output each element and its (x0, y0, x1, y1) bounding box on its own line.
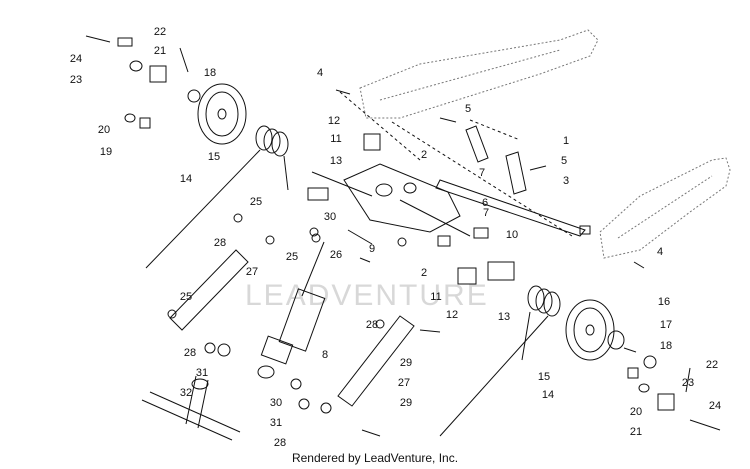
axle-shafts (311, 171, 591, 237)
callout-1: 1 (563, 135, 569, 147)
callout-17: 17 (660, 319, 672, 331)
callout-labels: 1223445567789101111121213131414151516171… (70, 26, 721, 449)
footer-credit: Rendered by LeadVenture, Inc. (291, 451, 459, 465)
callout-18: 18 (204, 67, 216, 79)
callout-28: 28 (184, 347, 196, 359)
pulley-wheel-upper (197, 83, 247, 145)
callout-13: 13 (498, 311, 510, 323)
callout-21: 21 (154, 45, 166, 57)
frame-rail-upper (359, 29, 731, 259)
callout-25: 25 (180, 291, 192, 303)
callout-28: 28 (366, 319, 378, 331)
callout-4: 4 (317, 67, 323, 79)
callout-14: 14 (542, 389, 554, 401)
callout-28: 28 (214, 237, 226, 249)
callout-24: 24 (70, 53, 82, 65)
callout-24: 24 (709, 400, 721, 412)
callout-5: 5 (465, 103, 471, 115)
callout-15: 15 (538, 371, 550, 383)
hardware-lower-right (607, 330, 721, 431)
callout-26: 26 (330, 249, 342, 261)
callout-9: 9 (369, 243, 375, 255)
callout-23: 23 (682, 377, 694, 389)
bushings (307, 133, 515, 285)
callout-11: 11 (430, 291, 441, 303)
callout-29: 29 (400, 357, 412, 369)
shock-absorber (257, 241, 326, 379)
callout-12: 12 (328, 115, 340, 127)
callout-20: 20 (630, 406, 642, 418)
callout-19: 19 (100, 146, 112, 158)
callout-31: 31 (196, 367, 208, 379)
callout-4: 4 (657, 246, 663, 258)
callout-30: 30 (270, 397, 282, 409)
linkage-arm-left (169, 249, 249, 331)
watermark: LEADVENTURE (245, 279, 489, 312)
leader-lines (339, 91, 573, 237)
callout-29: 29 (400, 397, 412, 409)
callout-31: 31 (270, 417, 282, 429)
callout-21: 21 (630, 426, 642, 438)
callout-10: 10 (506, 229, 518, 241)
callout-7: 7 (483, 207, 489, 219)
callout-15: 15 (208, 151, 220, 163)
callout-2: 2 (421, 149, 427, 161)
callout-5: 5 (561, 155, 567, 167)
callout-23: 23 (70, 74, 82, 86)
callout-22: 22 (706, 359, 718, 371)
callout-25: 25 (250, 196, 262, 208)
center-axle-block (343, 163, 461, 245)
callout-13: 13 (330, 155, 342, 167)
torsion-spring-lower (439, 285, 561, 437)
callout-32: 32 (180, 387, 192, 399)
callout-14: 14 (180, 173, 192, 185)
callout-22: 22 (154, 26, 166, 38)
hardware-upper-left (85, 35, 201, 129)
mount-bracket (465, 125, 527, 195)
pivot-arm (141, 375, 241, 441)
callout-18: 18 (660, 340, 672, 352)
callout-30: 30 (324, 211, 336, 223)
callout-2: 2 (421, 267, 427, 279)
torsion-spring-upper (145, 125, 289, 269)
misc-bolts (167, 89, 645, 437)
callout-27: 27 (398, 377, 410, 389)
callout-28: 28 (274, 437, 286, 449)
callout-16: 16 (658, 296, 670, 308)
linkage-arm-center (337, 315, 415, 407)
callout-25: 25 (286, 251, 298, 263)
callout-20: 20 (98, 124, 110, 136)
callout-12: 12 (446, 309, 458, 321)
callout-8: 8 (322, 349, 328, 361)
callout-11: 11 (330, 133, 341, 145)
callout-6: 6 (482, 197, 488, 209)
callout-3: 3 (563, 175, 569, 187)
callout-27: 27 (246, 266, 258, 278)
pulley-wheel-lower (565, 299, 615, 361)
callout-7: 7 (479, 167, 485, 179)
